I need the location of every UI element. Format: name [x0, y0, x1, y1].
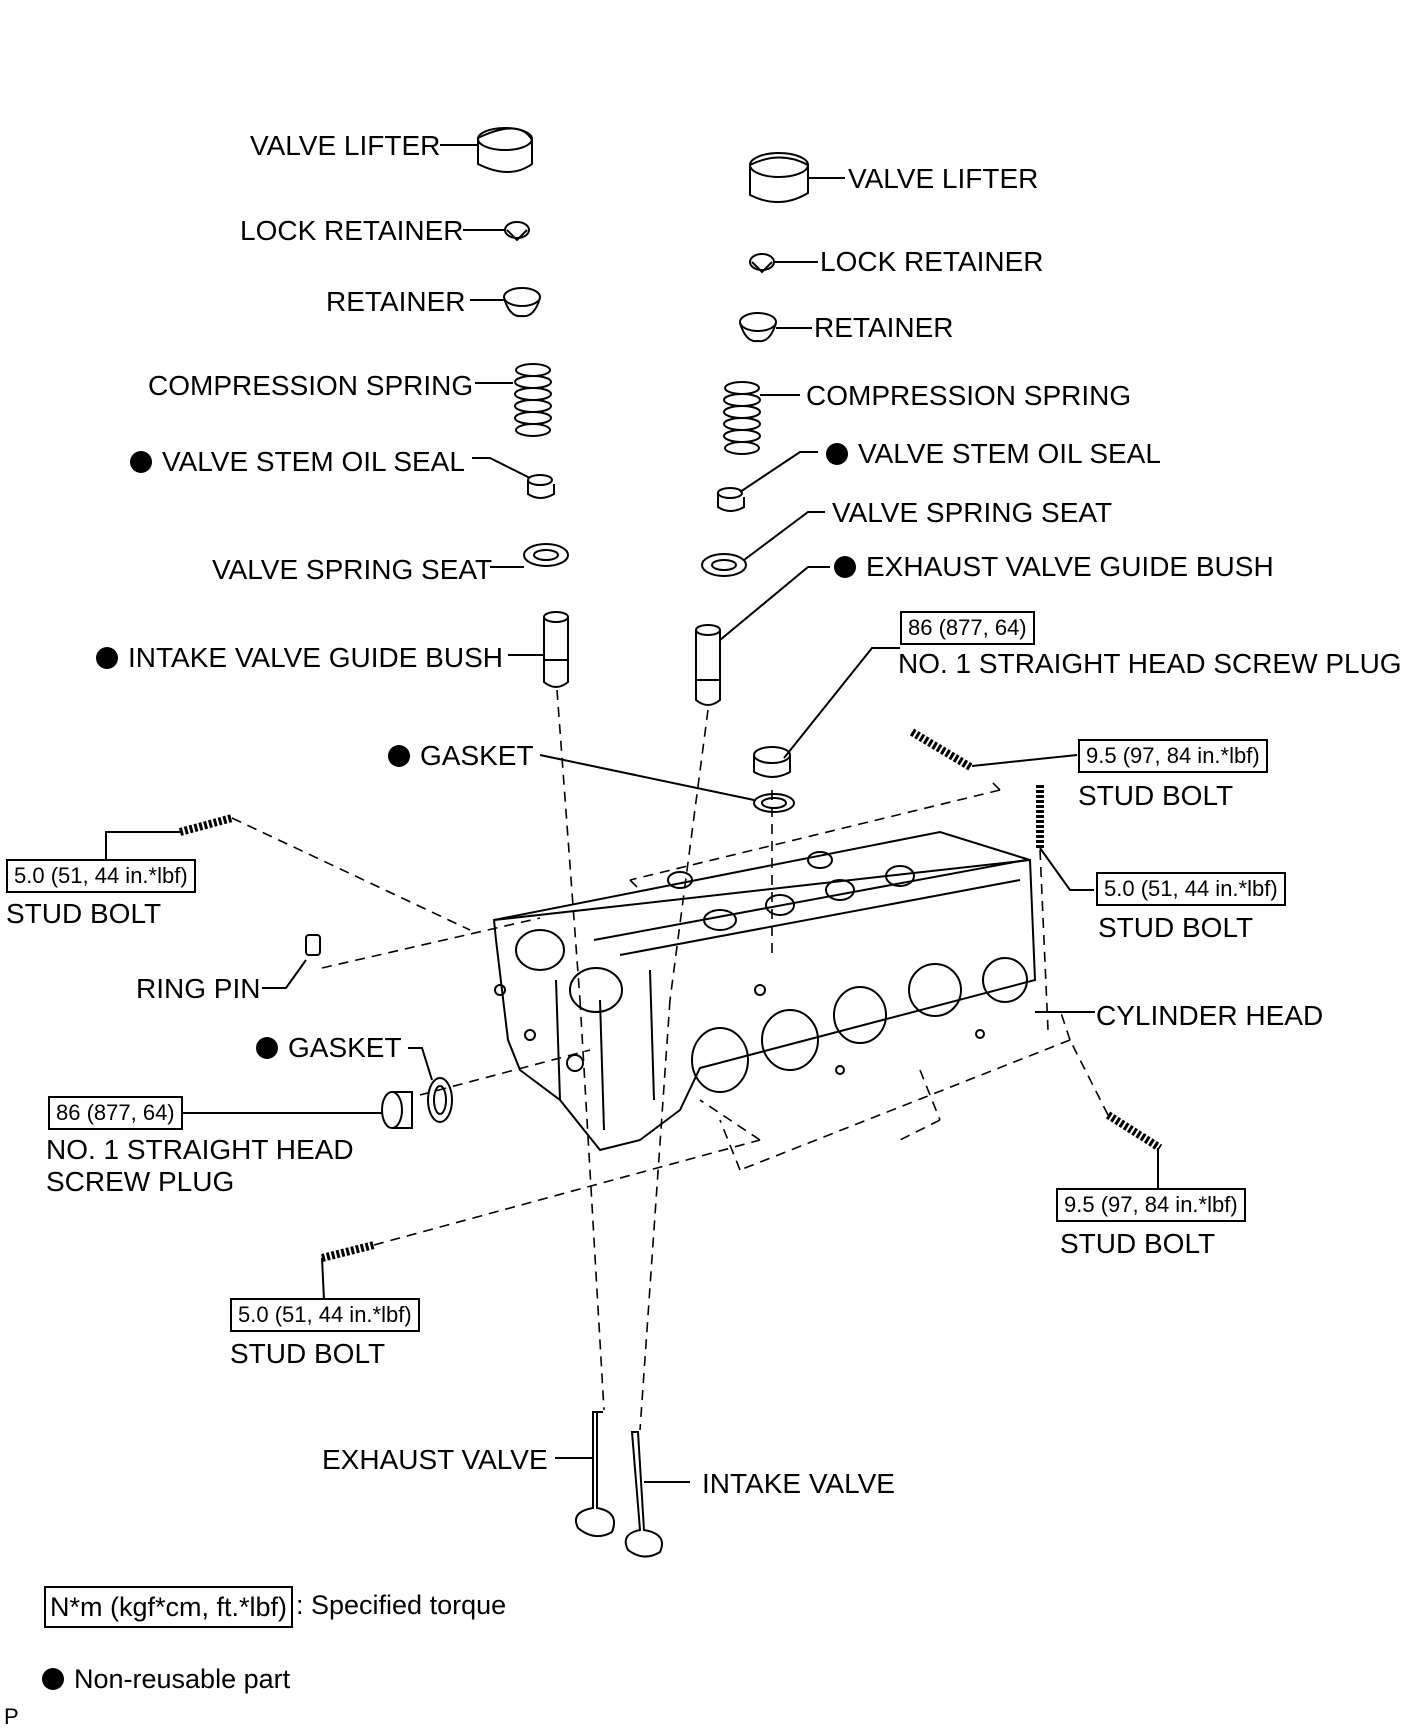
compression-spring-right-part — [723, 381, 800, 455]
retainer-right-part — [739, 312, 812, 343]
label-gasket-left: GASKET — [256, 1032, 402, 1064]
label-stud-bolt-right-mid: STUD BOLT — [1098, 912, 1254, 943]
label-exhaust-valve-guide-bush: EXHAUST VALVE GUIDE BUSH — [834, 551, 1274, 583]
stud-bolt-bottom-right-part — [1105, 1111, 1163, 1190]
valve-lifter-left-part — [440, 127, 533, 173]
label-lock-retainer-right: LOCK RETAINER — [820, 246, 1044, 277]
torque-stud-bolt-top-right: 9.5 (97, 84 in.*lbf) — [1078, 739, 1268, 773]
torque-stud-bolt-bottom-right: 9.5 (97, 84 in.*lbf) — [1056, 1188, 1246, 1222]
exhaust-valve-guide-bush-part — [695, 566, 830, 706]
non-reusable-marker — [834, 555, 856, 578]
label-exhaust-valve: EXHAUST VALVE — [322, 1444, 548, 1475]
label-gasket-top: GASKET — [388, 740, 534, 772]
label-compression-spring-right: COMPRESSION SPRING — [806, 380, 1132, 411]
non-reusable-marker — [826, 442, 848, 465]
compression-spring-left-part — [475, 363, 552, 437]
ring-pin-part — [262, 934, 321, 989]
label-valve-stem-oil-seal-left: VALVE STEM OIL SEAL — [130, 446, 465, 478]
gasket-left-part — [408, 1047, 453, 1123]
label-stud-bolt-left-top: STUD BOLT — [6, 898, 162, 929]
label-screw-plug-left-line1: NO. 1 STRAIGHT HEAD — [46, 1134, 354, 1165]
label-valve-stem-oil-seal-right: VALVE STEM OIL SEAL — [826, 438, 1161, 470]
screw-plug-left-part — [180, 1091, 413, 1129]
label-intake-valve: INTAKE VALVE — [702, 1468, 895, 1499]
assembly-guide-lines — [231, 689, 1109, 1431]
label-cylinder-head: CYLINDER HEAD — [1096, 1000, 1324, 1031]
valve-stem-oil-seal-right-part — [717, 451, 818, 512]
label-stud-bolt-top-right: STUD BOLT — [1078, 780, 1234, 811]
valve-stem-oil-seal-left-part — [472, 457, 555, 499]
label-valve-lifter-left: VALVE LIFTER — [250, 130, 441, 161]
stud-bolt-bottom-left-part — [321, 1241, 375, 1301]
legend-torque-unit: N*m (kgf*cm, ft.*lbf) — [44, 1586, 294, 1628]
torque-stud-bolt-left-top: 5.0 (51, 44 in.*lbf) — [6, 859, 196, 893]
label-compression-spring-left: COMPRESSION SPRING — [148, 370, 474, 401]
label-intake-valve-guide-bush: INTAKE VALVE GUIDE BUSH — [96, 642, 503, 674]
label-lock-retainer-left: LOCK RETAINER — [240, 215, 464, 246]
label-screw-plug-left-line2: SCREW PLUG — [46, 1166, 235, 1197]
label-valve-spring-seat-left: VALVE SPRING SEAT — [212, 554, 493, 585]
non-reusable-marker — [130, 450, 152, 473]
non-reusable-marker — [256, 1036, 278, 1059]
non-reusable-marker — [42, 1667, 64, 1690]
non-reusable-marker — [388, 744, 410, 767]
label-screw-plug-top: NO. 1 STRAIGHT HEAD SCREW PLUG — [898, 648, 1402, 679]
label-stud-bolt-bottom-right: STUD BOLT — [1060, 1228, 1216, 1259]
stud-bolt-top-right-part — [909, 728, 1078, 772]
exhaust-valve-part — [555, 1411, 616, 1538]
screw-plug-top-part — [753, 647, 900, 778]
label-ring-pin: RING PIN — [136, 973, 261, 1004]
torque-screw-plug-top: 86 (877, 64) — [900, 611, 1035, 645]
stud-bolt-left-top-part — [105, 814, 234, 865]
label-retainer-right: RETAINER — [814, 312, 954, 343]
stud-bolt-right-mid-part — [1036, 785, 1094, 891]
torque-screw-plug-left: 86 (877, 64) — [48, 1096, 183, 1130]
label-stud-bolt-bottom-left: STUD BOLT — [230, 1338, 386, 1369]
torque-stud-bolt-bottom-left: 5.0 (51, 44 in.*lbf) — [230, 1298, 420, 1332]
label-retainer-left: RETAINER — [326, 286, 466, 317]
legend-torque-description: : Specified torque — [296, 1590, 507, 1620]
torque-stud-bolt-right-mid: 5.0 (51, 44 in.*lbf) — [1096, 872, 1286, 906]
corner-mark: P — [4, 1704, 19, 1729]
intake-valve-part — [624, 1431, 690, 1558]
intake-valve-guide-bush-part — [508, 611, 569, 688]
valve-spring-seat-left-part — [490, 543, 569, 568]
valve-lifter-right-part — [749, 152, 845, 203]
non-reusable-marker — [96, 646, 118, 669]
label-valve-lifter-right: VALVE LIFTER — [848, 163, 1039, 194]
lock-retainer-right-part — [749, 253, 818, 274]
gasket-top-part — [539, 754, 795, 813]
cylinder-head-part — [492, 830, 1095, 1152]
label-valve-spring-seat-right: VALVE SPRING SEAT — [832, 497, 1113, 528]
retainer-left-part — [470, 287, 541, 318]
lock-retainer-left-part — [463, 221, 530, 242]
legend-non-reusable: Non-reusable part — [42, 1662, 290, 1696]
valve-spring-seat-right-part — [701, 511, 825, 577]
